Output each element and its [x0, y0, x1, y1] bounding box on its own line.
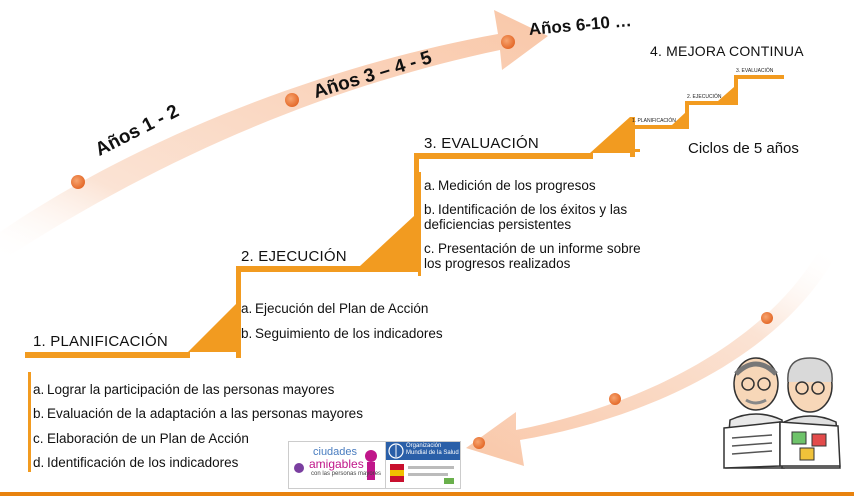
- phase-2-title: 2. EJECUCIÓN: [241, 248, 347, 265]
- ciudades-logo-line2: amigables: [309, 457, 364, 471]
- phase-4-title: 4. MEJORA CONTINUA: [650, 43, 804, 59]
- phase-1-item-a: a.Lograr la participación de las persona…: [33, 382, 335, 397]
- mini-step-1-label: 1. PLANIFICACIÓN: [632, 118, 676, 124]
- phase-2-item-b: b.Seguimiento de los indicadores: [241, 326, 443, 341]
- phase-3-title: 3. EVALUACIÓN: [424, 135, 539, 152]
- phase-3-bar: [418, 172, 421, 276]
- phase-3-item-a: a.Medición de los progresos: [424, 178, 596, 193]
- ciudades-logo-line3: con las personas mayores: [311, 471, 382, 477]
- phase-1-bar: [28, 372, 31, 472]
- who-logo: Organización Mundial de la Salud: [385, 441, 461, 489]
- timeline-dot: [501, 35, 515, 49]
- who-logo-line2: Mundial de la Salud: [406, 450, 459, 456]
- who-logo-line1: Organización: [406, 443, 442, 449]
- phase-1-item-d: d.Identificación de los indicadores: [33, 455, 239, 470]
- phase-3-item-b: b.Identificación de los éxitos y las def…: [424, 202, 628, 232]
- cycles-label: Ciclos de 5 años: [688, 140, 799, 157]
- return-dot: [609, 393, 621, 405]
- phase-2-bar: [236, 292, 239, 348]
- mini-step-3-label: 3. EVALUACIÓN: [736, 68, 774, 74]
- return-arrow: [466, 252, 838, 466]
- elderly-couple-reading-illustration: [723, 357, 841, 469]
- phase-2-item-a: a.Ejecución del Plan de Acción: [241, 301, 429, 316]
- timeline-dot: [71, 175, 85, 189]
- phase-1-item-b: b.Evaluación de la adaptación a las pers…: [33, 406, 363, 421]
- ciudades-logo-line1: ciudades: [313, 446, 358, 458]
- return-dot: [761, 312, 773, 324]
- phase-1-item-c: c.Elaboración de un Plan de Acción: [33, 431, 249, 446]
- ciudades-amigables-logo: ciudades amigables con las personas mayo…: [288, 441, 386, 489]
- phase-3-item-c: c.Presentación de un informe sobre los p…: [424, 241, 641, 271]
- mini-staircase: [630, 75, 784, 152]
- mini-step-2-label: 2. EJECUCIÓN: [687, 94, 722, 100]
- bottom-line: [0, 492, 854, 496]
- timeline-arrow: [0, 10, 548, 262]
- timeline-dot: [285, 93, 299, 107]
- return-dot: [473, 437, 485, 449]
- phase-1-title: 1. PLANIFICACIÓN: [33, 333, 168, 350]
